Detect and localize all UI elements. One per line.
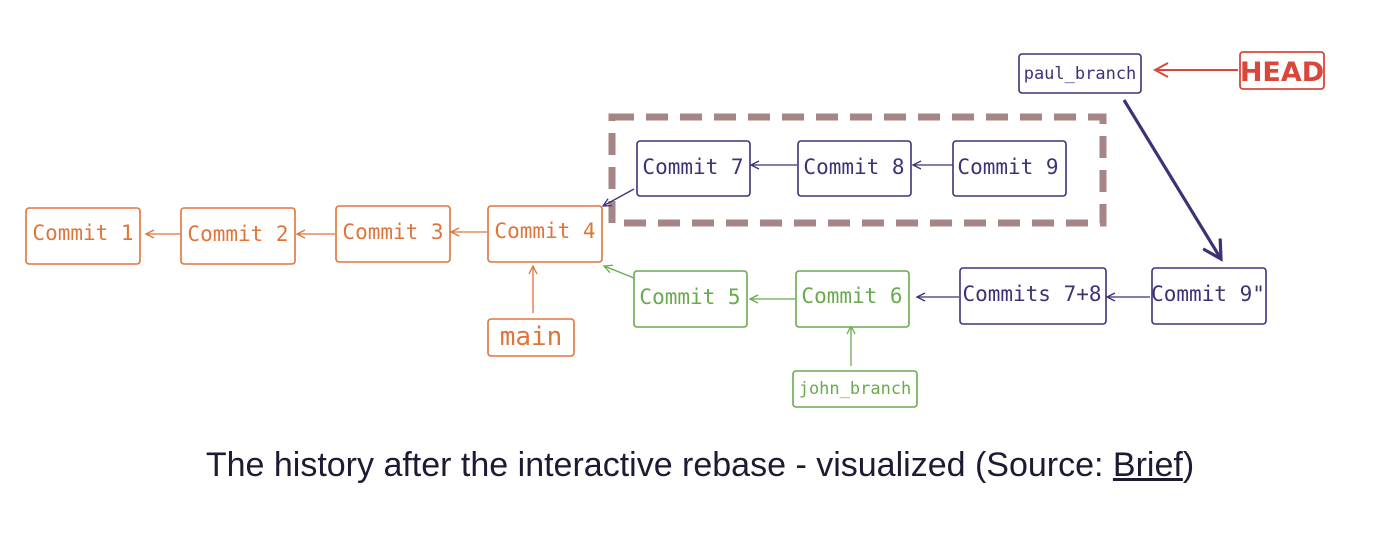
- squashed-commits-box: [608, 113, 1107, 227]
- caption-source-link[interactable]: Brief: [1112, 446, 1183, 484]
- caption-end: ): [1182, 446, 1195, 484]
- commits-7-8-label: Commits 7+8: [962, 282, 1101, 306]
- commit-5-node: Commit 5: [633, 270, 748, 328]
- commit-7-label: Commit 7: [642, 155, 743, 179]
- john-branch-text: john_branch: [799, 379, 912, 399]
- edge-commit7-commit4: [603, 188, 635, 206]
- paul-branch-label: paul_branch: [1018, 53, 1142, 94]
- john-branch-label: john_branch: [792, 370, 918, 408]
- edge-commit5-commit4: [604, 266, 635, 279]
- commit-7-node: Commit 7: [636, 140, 751, 197]
- commit-6-node: Commit 6: [795, 270, 910, 328]
- commits-7-8-node: Commits 7+8: [959, 267, 1107, 325]
- commit-6-label: Commit 6: [801, 284, 902, 308]
- commit-9-label: Commit 9: [957, 155, 1058, 179]
- commit-8-label: Commit 8: [803, 155, 904, 179]
- head-pointer: HEAD: [1239, 51, 1325, 90]
- commit-4-node: Commit 4: [487, 205, 603, 263]
- figure-caption: The history after the interactive rebase…: [0, 446, 1400, 485]
- git-history-diagram: Commit 1 Commit 2 Commit 3 Commit 4 main…: [25, 51, 1325, 408]
- commit-8-node: Commit 8: [797, 140, 912, 197]
- head-label: HEAD: [1240, 57, 1324, 88]
- commit-2-label: Commit 2: [187, 222, 288, 246]
- caption-text: The history after the interactive rebase…: [205, 446, 1113, 484]
- commit-3-label: Commit 3: [342, 220, 443, 244]
- main-label: main: [500, 322, 563, 352]
- commit-5-label: Commit 5: [639, 285, 740, 309]
- paul-branch-text: paul_branch: [1024, 64, 1137, 84]
- commit-9-rebased-node: Commit 9": [1151, 267, 1267, 325]
- commit-1-label: Commit 1: [32, 221, 133, 245]
- commit-9-node: Commit 9: [952, 140, 1067, 197]
- commit-2-node: Commit 2: [180, 207, 296, 265]
- commit-3-node: Commit 3: [335, 205, 451, 263]
- commit-4-label: Commit 4: [494, 219, 595, 243]
- commit-9-rebased-label: Commit 9": [1151, 282, 1265, 306]
- commit-1-node: Commit 1: [25, 207, 141, 265]
- main-branch-label: main: [487, 318, 575, 357]
- edge-paulbranch-commit9pp: [1122, 99, 1221, 259]
